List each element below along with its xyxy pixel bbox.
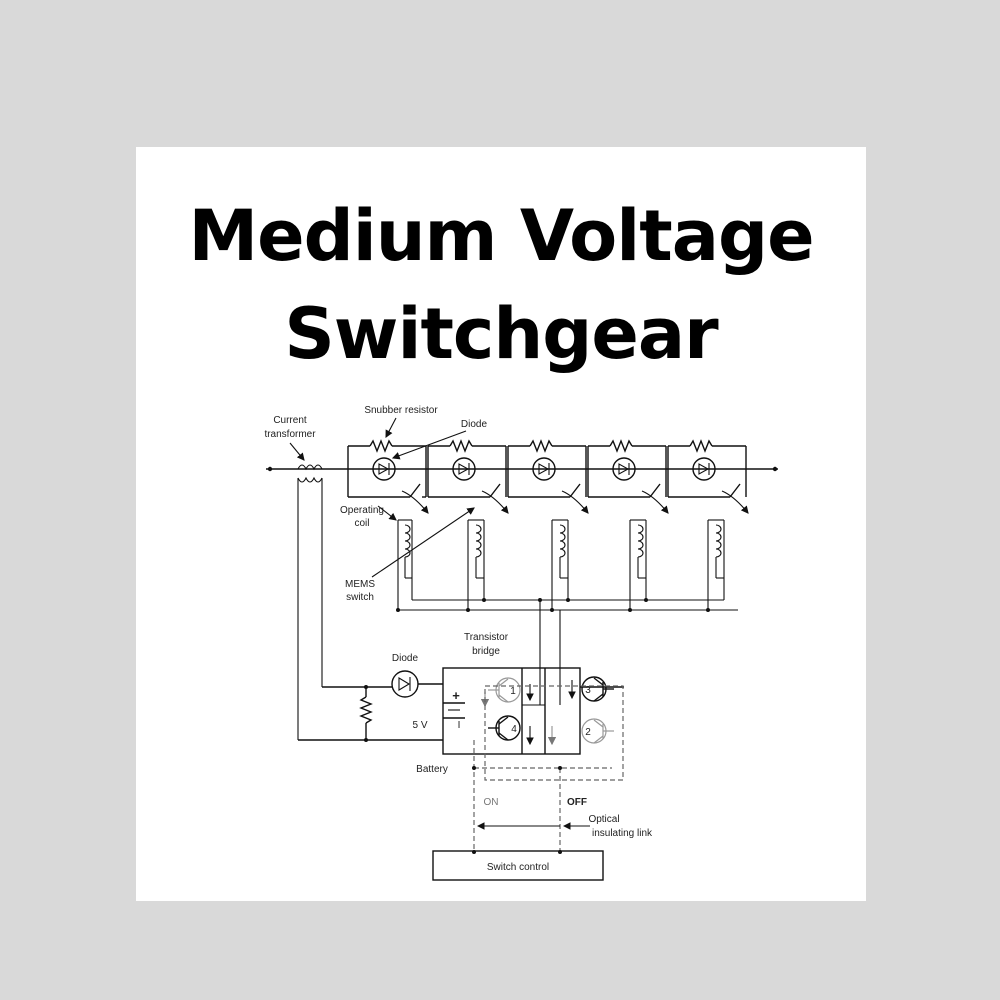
bleed-resistor [298, 685, 443, 742]
switch-cell-2 [427, 439, 509, 514]
transistor-3-label: 3 [585, 685, 591, 696]
snubber-resistor-pointer [385, 417, 397, 438]
diode-top-pointer [391, 430, 467, 460]
operating-coil-pointer [377, 505, 397, 521]
switch-cell-5 [667, 439, 749, 514]
diode-bottom-label: Diode [392, 653, 419, 664]
main-bus-line [266, 466, 778, 472]
transistor-4: 4 [488, 715, 521, 741]
snubber-resistor-label: Snubber resistor [364, 405, 438, 416]
optical-control-dashes [472, 685, 624, 852]
current-transformer-label-2: transformer [264, 429, 316, 440]
optical-link-label-2: insulating link [592, 828, 653, 839]
coil-4 [629, 519, 647, 610]
switch-control-box [432, 850, 604, 881]
title-line-2: Switchgear [284, 293, 718, 375]
title-line-1: Medium Voltage [188, 195, 814, 277]
transistor-bridge: 1 4 3 2 [442, 667, 624, 755]
coil-2 [467, 519, 485, 610]
coil-1 [397, 519, 413, 610]
switch-cell-4 [587, 439, 669, 514]
battery-plus-label: + [452, 688, 460, 703]
mems-switch-label-2: switch [346, 592, 374, 603]
transistor-bridge-label-1: Transistor [464, 632, 509, 643]
on-label: ON [484, 797, 499, 808]
switch-cell-3 [507, 439, 589, 514]
battery-voltage-label: 5 V [412, 720, 427, 731]
optical-link-label-1: Optical [588, 814, 619, 825]
battery-minus-mark: I [458, 720, 461, 731]
switch-cell-1 [347, 439, 429, 514]
switch-control-label: Switch control [487, 862, 549, 873]
coil-3 [551, 519, 569, 610]
transistor-4-label: 4 [511, 724, 517, 735]
transistor-1-label: 1 [510, 686, 516, 697]
diagram-card: Medium Voltage Switchgear [136, 147, 866, 901]
transistor-2: 2 [581, 718, 614, 744]
mems-switch-pointer [371, 507, 475, 578]
battery-label: Battery [416, 764, 448, 775]
current-transformer [297, 464, 323, 740]
operating-coil-label-2: coil [354, 518, 369, 529]
transistor-2-label: 2 [585, 727, 591, 738]
transistor-bridge-label-2: bridge [472, 646, 500, 657]
diode-top-label: Diode [461, 419, 488, 430]
transistor-1: 1 [488, 677, 521, 703]
mems-switch-label-1: MEMS [345, 579, 375, 590]
operating-coil-label-1: Operating [340, 505, 384, 516]
current-transformer-label-1: Current [273, 415, 307, 426]
transistor-3: 3 [581, 676, 614, 702]
battery [443, 702, 465, 719]
diode-bottom [322, 670, 443, 698]
off-label: OFF [567, 797, 587, 808]
page-title: Medium Voltage Switchgear [136, 187, 866, 383]
coil-5 [707, 519, 725, 610]
coil-bus-lines [396, 578, 738, 705]
operating-coils [397, 519, 725, 610]
current-transformer-pointer [289, 442, 305, 461]
